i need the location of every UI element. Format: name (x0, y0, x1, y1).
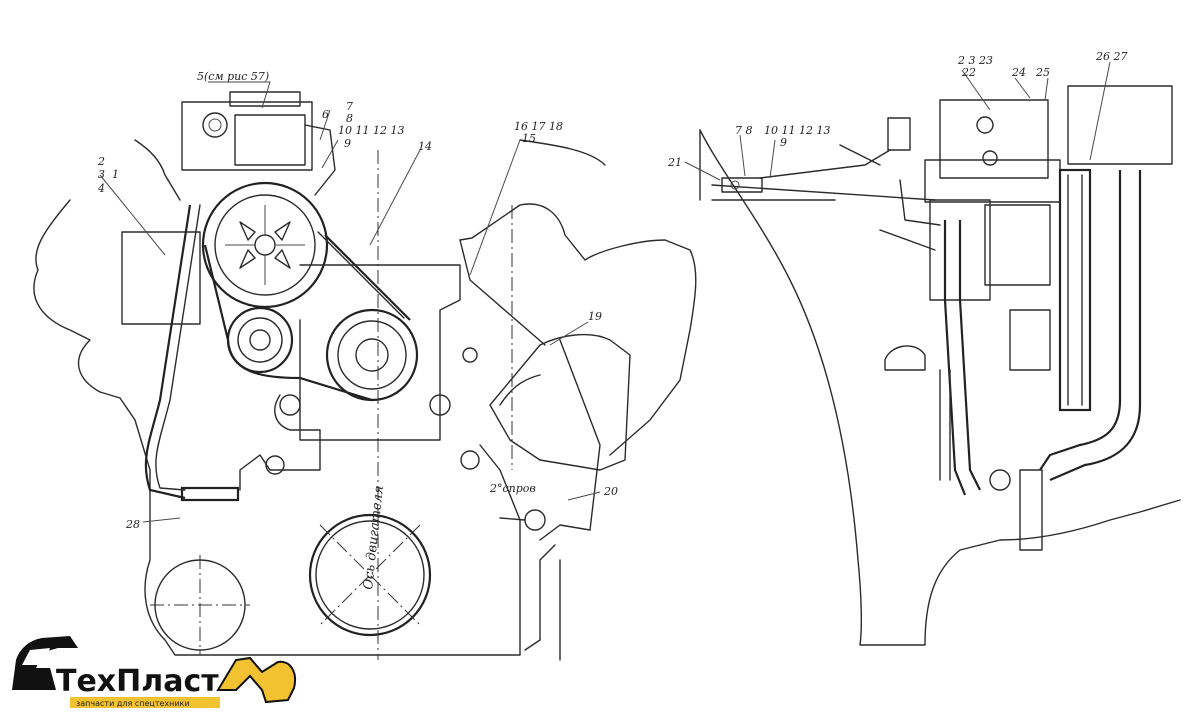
callout-8: 8 (346, 112, 353, 125)
excavator-icon (12, 636, 78, 690)
callout-22: 22 (961, 66, 976, 79)
callout-7-8-right: 7 8 (735, 124, 753, 137)
callout-19: 19 (588, 310, 602, 323)
callout-26-27: 26 27 (1095, 50, 1128, 63)
bucket-arm-icon (216, 656, 296, 704)
callout-24: 24 (1011, 66, 1026, 79)
callout-21: 21 (667, 156, 682, 169)
callout-14: 14 (418, 140, 432, 153)
logo-tagline: запчасти для спецтехники (76, 699, 190, 708)
callout-25: 25 (1035, 66, 1050, 79)
callout-5: 5(см рис 57) (197, 70, 269, 83)
callout-2: 2 (97, 155, 105, 168)
callout-9-right: 9 (780, 136, 787, 149)
callout-3: 3 (98, 168, 105, 181)
callout-10-13: 10 11 12 13 (338, 124, 404, 137)
callout-6: 6 (322, 108, 329, 121)
callout-7: 7 (346, 100, 353, 113)
left-view (33, 81, 697, 661)
logo-brand: ТехПласт (56, 664, 219, 699)
logo: ТехПласт запчасти для спецтехники (12, 636, 296, 708)
engine-axis-label: Ось двигателя (361, 485, 387, 591)
callout-20: 20 (603, 485, 618, 498)
spring-label: 2°спров (489, 482, 536, 495)
callout-28: 28 (125, 518, 140, 531)
callout-9: 9 (344, 137, 351, 150)
callout-4: 4 (97, 182, 105, 195)
right-view (684, 61, 1181, 646)
callout-2-3-23: 2 3 23 (957, 54, 993, 67)
callout-10-13-right: 10 11 12 13 (764, 124, 830, 137)
callout-16-18: 16 17 18 (514, 120, 563, 133)
callout-15: 15 (522, 132, 536, 145)
callout-1: 1 (112, 168, 119, 181)
